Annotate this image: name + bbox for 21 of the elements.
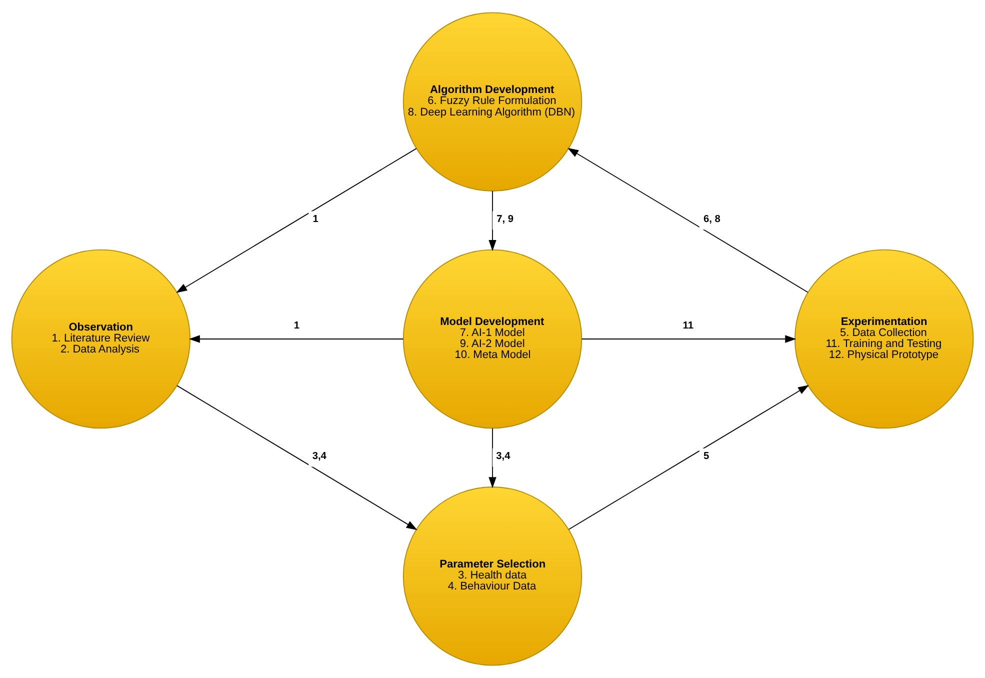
arrow (188, 335, 404, 343)
edge-label: 3,4 (496, 451, 510, 462)
arrow (568, 148, 808, 293)
edge-label: 5 (703, 451, 710, 462)
edge-label: 6, 8 (703, 214, 720, 226)
edge-label: 1 (312, 214, 318, 226)
node-circle: Algorithm Development 6. Fuzzy Rule Formulation 8. Deep Learning Algorithm (DBN) (402, 12, 582, 192)
arrow (176, 385, 418, 530)
node-circle: Observation 1. Literature Review 2. Data Analysis (11, 249, 191, 429)
arrow (176, 148, 417, 293)
node-circle: Experimentation 5. Data Collection 11. Training and Testing 12. Physical Prototype (794, 249, 974, 429)
edge-label: 7, 9 (496, 214, 514, 226)
arrow (488, 190, 496, 252)
edge-label: 3,4 (312, 451, 326, 462)
node-circle: Model Development 7. AI-1 Model 9. AI-2 Model 10. Meta Model (402, 249, 582, 429)
arrow (488, 428, 496, 488)
arrow (568, 384, 810, 530)
edge-label: 1 (294, 320, 300, 332)
arrow (581, 335, 796, 343)
node-circle: Parameter Selection 3. Health data 4. Behaviour Data (402, 486, 582, 666)
edge-label: 11 (682, 320, 694, 332)
